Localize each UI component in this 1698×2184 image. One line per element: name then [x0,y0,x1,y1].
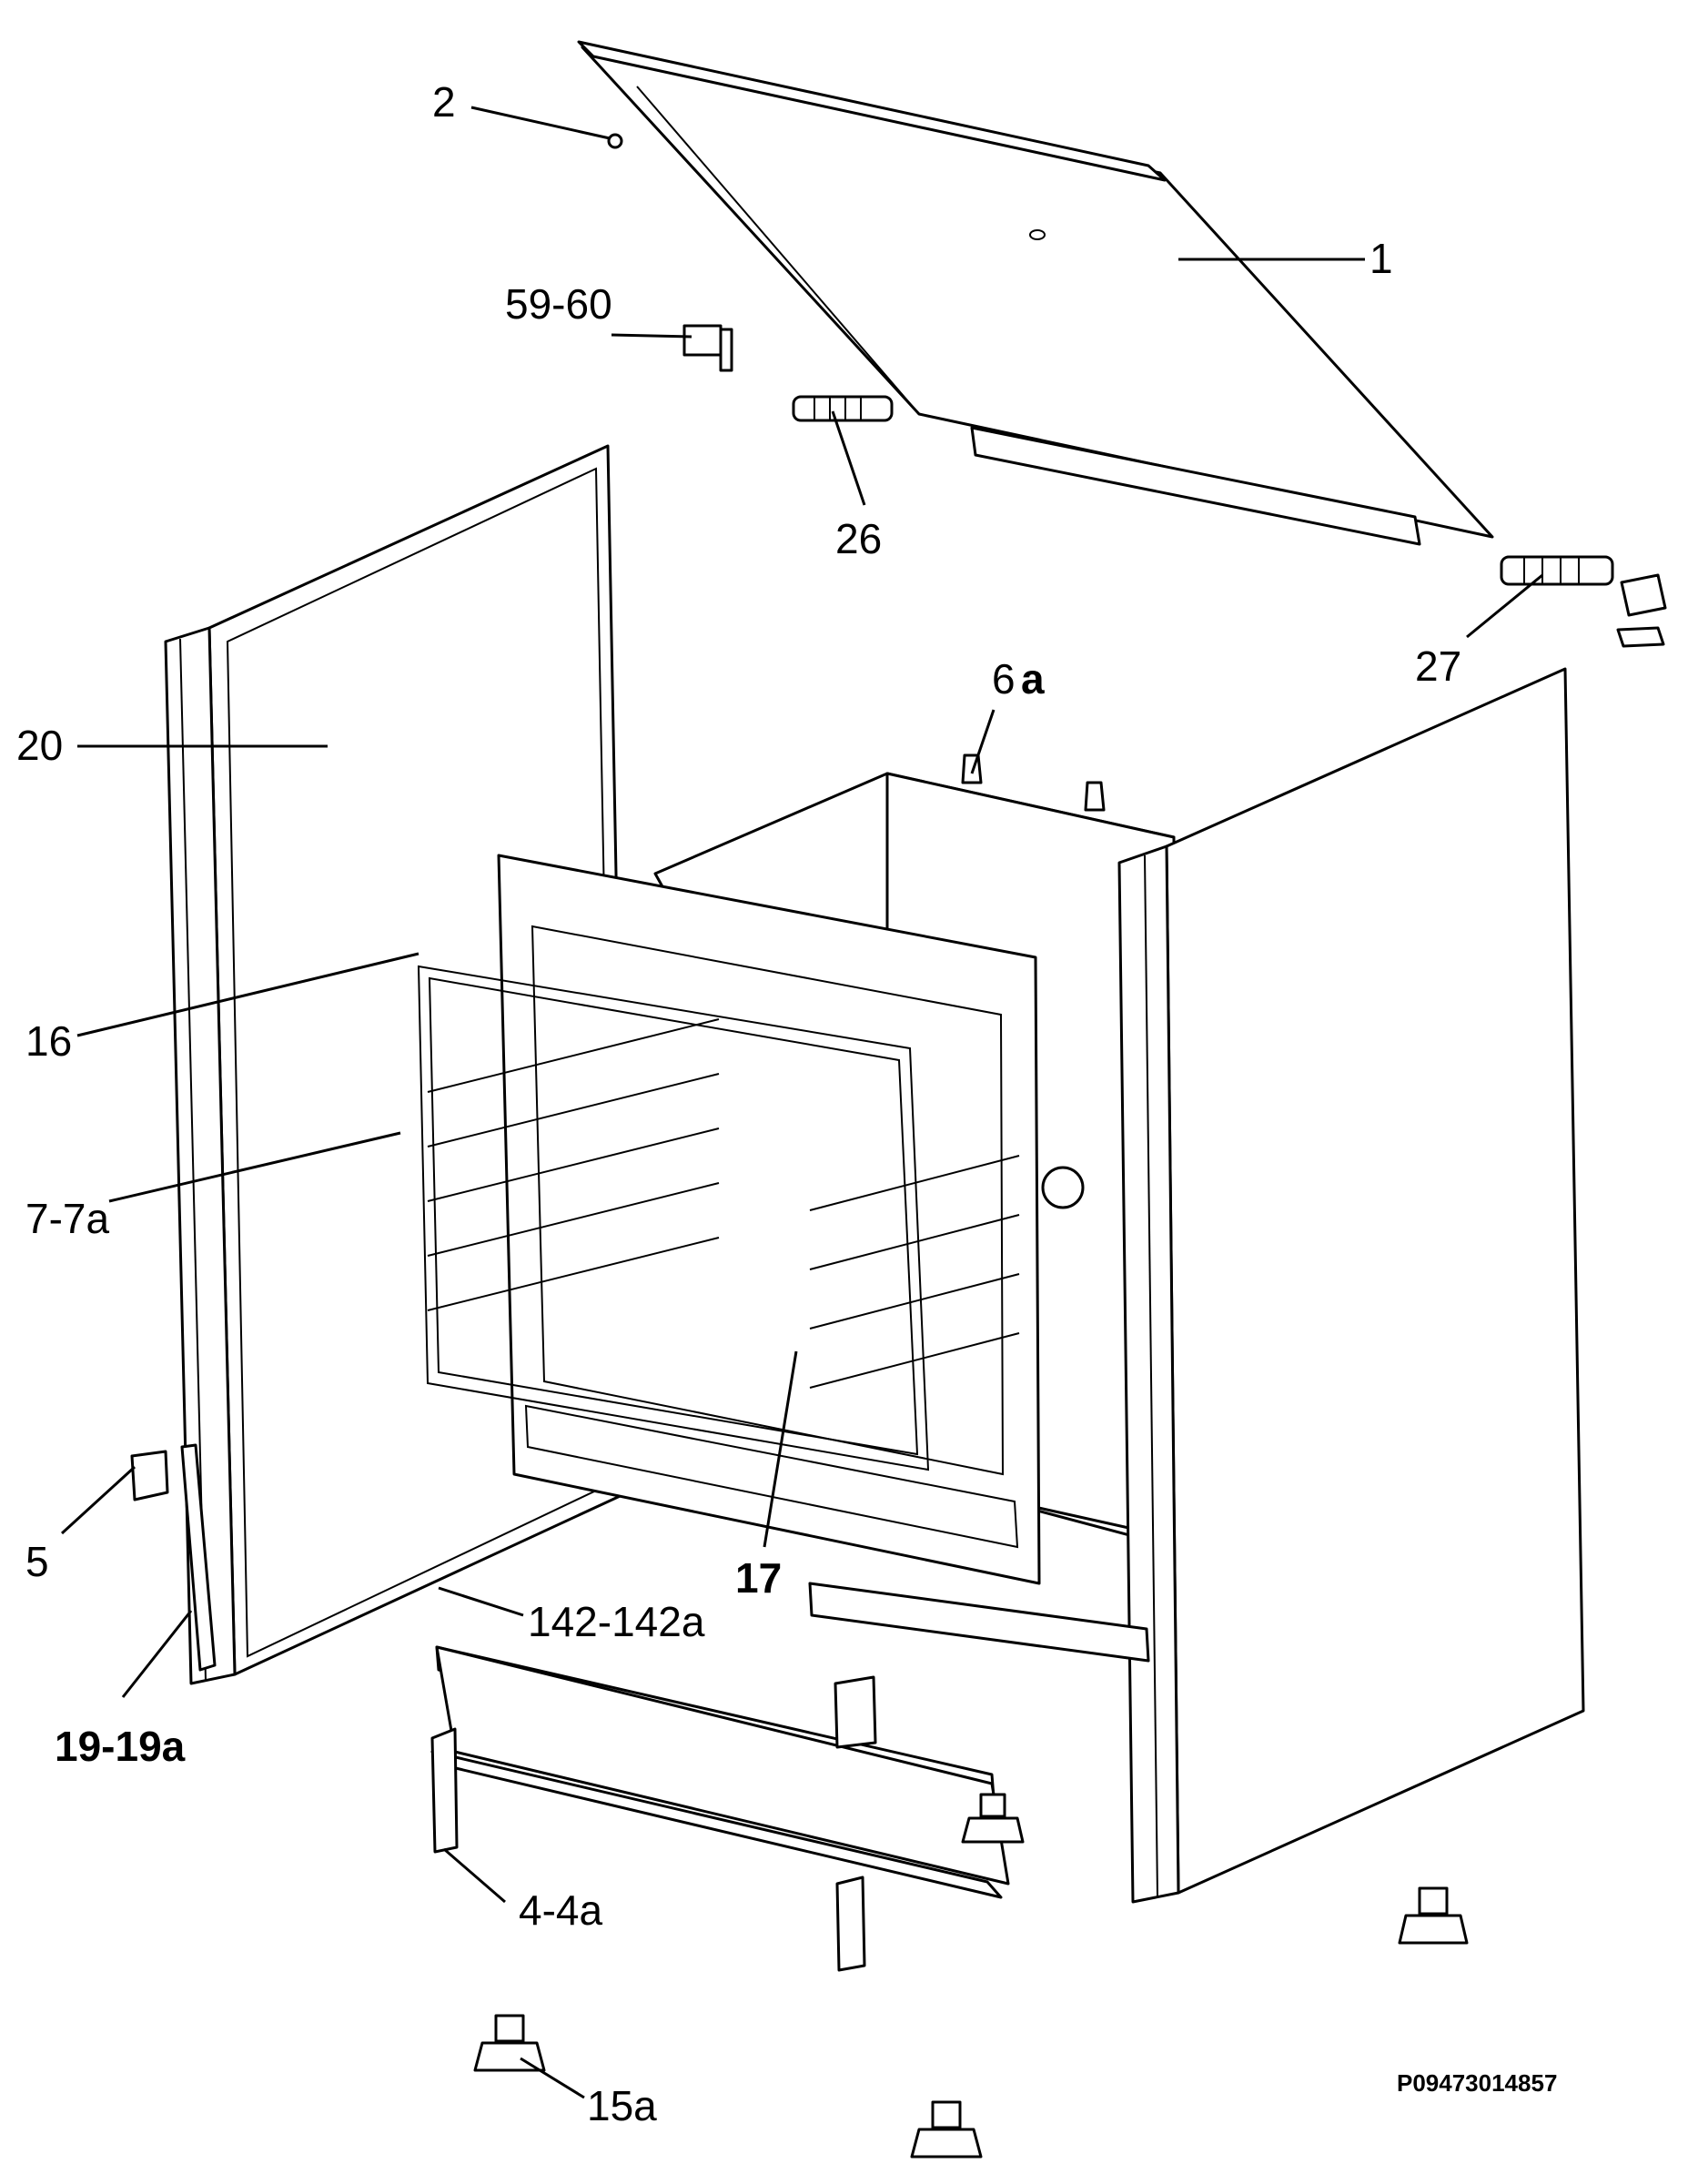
drawing-code: P09473014857 [1397,2069,1557,2097]
hinge-bracket [130,1450,169,1502]
label-15a: 15a [587,2082,657,2129]
adjustable-foot-3 [910,2100,983,2159]
label-5: 5 [25,1538,49,1585]
side-runners [427,1018,1020,1389]
label-1: 1 [1370,235,1393,282]
label-2: 2 [432,78,456,126]
label-27: 27 [1415,642,1461,690]
label-26: 26 [835,515,882,562]
label-142-142a: 142-142a [528,1598,705,1645]
label-16: 16 [25,1017,72,1065]
label-7-7a: 7-7a [25,1195,109,1242]
oven-front-frame [497,854,1041,1585]
label-59-60: 59-60 [505,280,612,328]
clip-part [682,324,733,372]
top-cover-panel [577,40,1494,546]
label-6: 6 [992,655,1016,703]
label-4-4a: 4-4a [519,1886,602,1934]
label-20: 20 [16,722,63,769]
screw-part [607,133,623,149]
oven-shelf [417,965,930,1471]
adjustable-foot-2 [1398,1886,1469,1945]
hinge-spring-left [792,395,894,422]
adjustable-foot-4 [961,1793,1025,1844]
label-6-suffix: a [1021,655,1045,703]
hinge-spring-right [1500,555,1667,648]
side-strip [180,1443,217,1672]
leader-lines [60,106,1543,2099]
label-19-19a: 19-19a [55,1723,186,1770]
adjustable-foot-1 [473,2014,546,2072]
right-side-panel [1117,667,1585,1904]
label-17: 17 [735,1554,782,1602]
callout-labels: 2 1 59-60 26 27 6 a 20 16 7-7a 5 17 142-… [16,78,1557,2129]
kick-plate [430,1645,1010,1972]
